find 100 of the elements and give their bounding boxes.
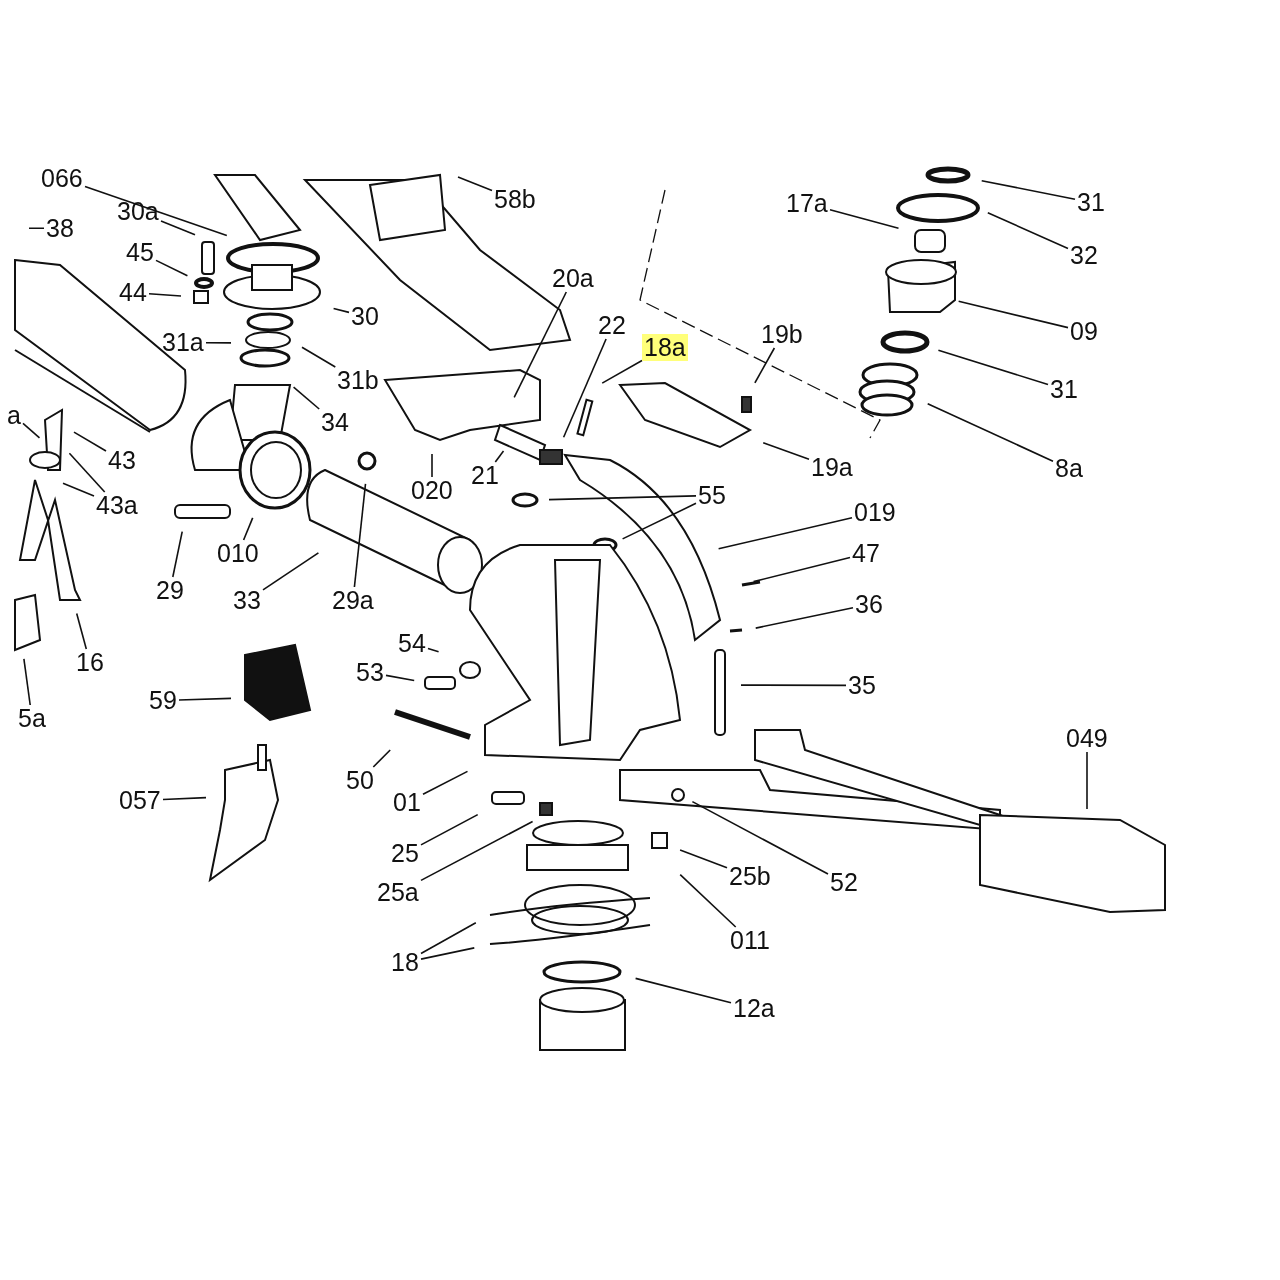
callout-number: 38 bbox=[44, 214, 76, 242]
leader-line bbox=[494, 450, 505, 463]
leader-line bbox=[68, 452, 106, 493]
callout-number: 019 bbox=[852, 498, 898, 526]
leader-line bbox=[987, 211, 1069, 250]
leader-line bbox=[548, 495, 697, 501]
callout-number: 32 bbox=[1068, 241, 1100, 269]
leader-line bbox=[980, 179, 1076, 201]
leader-line bbox=[385, 674, 415, 682]
callout-number: 43a bbox=[94, 491, 140, 519]
leader-line bbox=[957, 300, 1069, 329]
leader-line bbox=[178, 697, 232, 701]
leader-line bbox=[172, 530, 183, 578]
callout-number: 12a bbox=[731, 994, 777, 1022]
leader-line bbox=[420, 813, 479, 846]
leader-line bbox=[829, 208, 900, 230]
callout-number: 29 bbox=[154, 576, 186, 604]
leader-line bbox=[205, 341, 232, 344]
leader-line bbox=[431, 453, 433, 478]
callout-number: 31b bbox=[335, 366, 381, 394]
leader-line bbox=[634, 977, 732, 1004]
leader-line bbox=[62, 482, 95, 497]
callout-number: 057 bbox=[117, 786, 163, 814]
callout-number: 33 bbox=[231, 586, 263, 614]
callout-number: 31 bbox=[1075, 188, 1107, 216]
leader-line bbox=[937, 349, 1049, 386]
callout-number: 25a bbox=[375, 878, 421, 906]
callout-number: 44 bbox=[117, 278, 149, 306]
callout-number: 31a bbox=[160, 328, 206, 356]
leader-line bbox=[513, 291, 568, 399]
callout-number: 21 bbox=[469, 461, 501, 489]
callout-number: 43 bbox=[106, 446, 138, 474]
leader-line bbox=[420, 922, 477, 955]
leader-line bbox=[679, 873, 737, 928]
leader-line bbox=[427, 647, 440, 653]
leader-line bbox=[160, 220, 196, 236]
leader-line bbox=[717, 517, 853, 550]
leader-line bbox=[23, 658, 31, 706]
leader-line bbox=[301, 346, 337, 368]
callout-number: 17a bbox=[784, 189, 830, 217]
leader-line bbox=[73, 431, 107, 452]
leader-line bbox=[162, 796, 207, 801]
callout-number: 53 bbox=[354, 658, 386, 686]
callout-number: 09 bbox=[1068, 317, 1100, 345]
callout-number: 30 bbox=[349, 302, 381, 330]
callout-number: 020 bbox=[409, 476, 455, 504]
leader-line bbox=[292, 386, 320, 410]
callout-number: 54 bbox=[396, 629, 428, 657]
leader-line bbox=[1086, 751, 1088, 810]
leader-line bbox=[754, 607, 854, 629]
leader-line bbox=[740, 684, 847, 687]
callout-number: 19a bbox=[809, 453, 855, 481]
leader-line bbox=[752, 556, 851, 583]
leader-line bbox=[332, 307, 350, 314]
leader-line bbox=[754, 347, 776, 384]
callout-number: 59 bbox=[147, 686, 179, 714]
leader-line bbox=[148, 292, 182, 297]
leader-line bbox=[562, 338, 607, 438]
callout-number: 47 bbox=[850, 539, 882, 567]
leader-line bbox=[28, 227, 45, 230]
callout-number: 34 bbox=[319, 408, 351, 436]
leader-line bbox=[621, 502, 697, 540]
leader-line bbox=[420, 947, 476, 960]
leader-line bbox=[75, 612, 88, 650]
callout-number: 20a bbox=[550, 264, 596, 292]
leader-line bbox=[242, 517, 254, 541]
callout-number: 25 bbox=[389, 839, 421, 867]
callout-number: a bbox=[5, 401, 23, 429]
callout-number: 066 bbox=[39, 164, 85, 192]
leader-line bbox=[372, 749, 391, 768]
callout-number: 31 bbox=[1048, 375, 1080, 403]
leader-line bbox=[22, 422, 41, 439]
leader-line bbox=[691, 800, 829, 875]
callout-number: 22 bbox=[596, 311, 628, 339]
callout-number: 8a bbox=[1053, 454, 1085, 482]
callout-number: 010 bbox=[215, 539, 261, 567]
callout-number: 50 bbox=[344, 766, 376, 794]
callout-number: 01 bbox=[391, 788, 423, 816]
callout-number: 29a bbox=[330, 586, 376, 614]
leader-line bbox=[420, 820, 534, 882]
leader-line bbox=[422, 770, 469, 796]
callout-number: 35 bbox=[846, 671, 878, 699]
callout-number: 18a bbox=[642, 333, 688, 361]
leader-line bbox=[84, 185, 228, 237]
leader-line bbox=[601, 359, 643, 384]
callout-number: 19b bbox=[759, 320, 805, 348]
callout-number: 55 bbox=[696, 481, 728, 509]
callout-number: 011 bbox=[728, 926, 772, 954]
leader-line bbox=[457, 176, 493, 192]
callout-number: 18 bbox=[389, 948, 421, 976]
callout-number: 52 bbox=[828, 868, 860, 896]
callout-number: 25b bbox=[727, 862, 773, 890]
callout-number: 30a bbox=[115, 197, 161, 225]
leader-line bbox=[155, 259, 189, 277]
leader-line bbox=[262, 552, 320, 591]
leader-line bbox=[926, 403, 1054, 462]
leader-line bbox=[353, 483, 367, 588]
callout-number: 049 bbox=[1064, 724, 1110, 752]
leader-line bbox=[679, 849, 728, 869]
callout-number: 16 bbox=[74, 648, 106, 676]
